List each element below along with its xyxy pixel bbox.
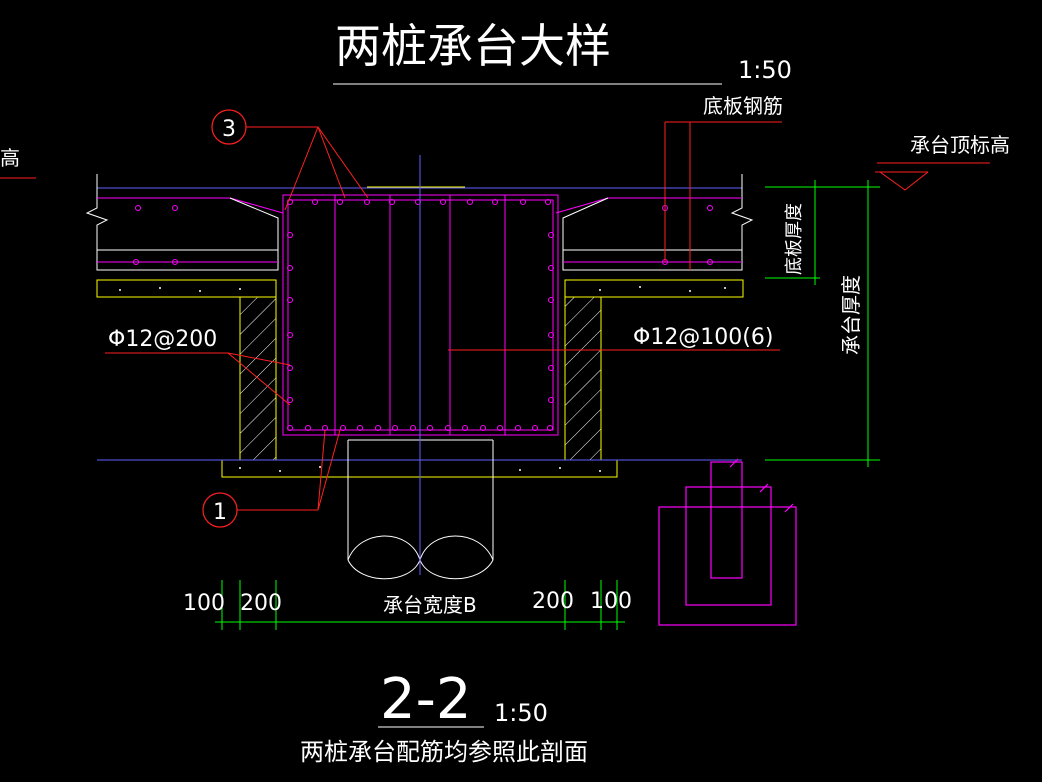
dim-200-left: 200 <box>240 591 282 616</box>
left-edge-text: 高 <box>0 146 20 170</box>
left-rebar-label: Φ12@200 <box>108 327 217 352</box>
vertical-dimensions <box>765 180 880 467</box>
cap-thickness-label: 承台厚度 <box>839 275 863 355</box>
left-slab <box>85 174 284 271</box>
stirrup-detail <box>658 458 797 626</box>
cap-top-elevation-label: 承台顶标高 <box>910 133 1010 157</box>
section-scale: 1:50 <box>494 699 548 727</box>
cap-width-label: 承台宽度B <box>383 593 477 617</box>
slab-thickness-label: 底板厚度 <box>784 203 805 275</box>
callout-bottom-leaders <box>237 429 341 511</box>
horizontal-dimensions <box>215 580 625 630</box>
drawing-title: 两桩承台大样 <box>335 19 611 73</box>
dim-200-right: 200 <box>532 589 574 614</box>
callout-bubble-top-label: 3 <box>222 117 236 142</box>
dim-100-right: 100 <box>590 589 632 614</box>
elevation-symbol <box>875 162 990 191</box>
callout-top-leaders <box>246 126 369 211</box>
cushion-speckle <box>119 286 726 472</box>
section-note: 两桩承台配筋均参照此剖面 <box>300 738 588 766</box>
dim-100-left: 100 <box>183 591 225 616</box>
right-rebar-label: Φ12@100(6) <box>633 325 773 350</box>
section-label: 2-2 <box>380 667 471 732</box>
callout-bubble-bottom-label: 1 <box>213 500 227 525</box>
slab-rebar-dots <box>133 205 713 265</box>
cap-rebar-dots <box>287 199 554 431</box>
bottom-slab-rebar-leader <box>664 121 782 270</box>
left-rebar-leader <box>105 352 291 406</box>
right-brick-wall <box>564 296 602 461</box>
bottom-slab-rebar-label: 底板钢筋 <box>703 94 783 118</box>
title-scale: 1:50 <box>738 56 792 84</box>
